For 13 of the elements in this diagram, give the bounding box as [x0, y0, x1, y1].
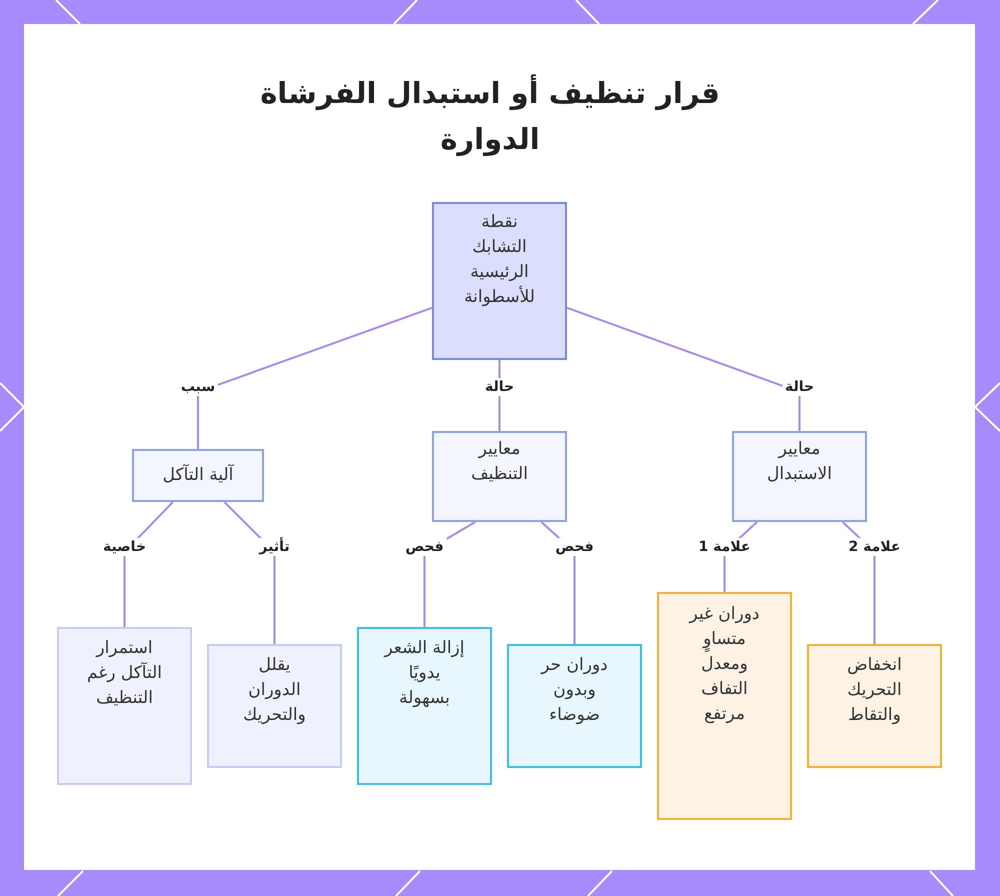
title: قرار تنظيف أو استبدال الفرشاة الدوارة: [259, 73, 721, 158]
detail-box: دوران غير متساوٍ ومعدل التفاف مرتفع: [657, 592, 792, 820]
detail-box: استمرار التآكل رغم التنظيف: [57, 627, 192, 785]
topic-box: نقطة التشابك الرئيسية للأسطوانة: [432, 202, 567, 360]
category-box: آلية التآكل: [132, 449, 264, 502]
connector-line: [197, 306, 432, 449]
category-box: معايير الاستبدال: [732, 431, 867, 522]
connector-line: [566, 306, 800, 431]
detail-box: يقلل الدوران والتحريك: [207, 644, 342, 768]
detail-box: انخفاض التحريك والتقاط: [807, 644, 942, 768]
detail-box: دوران حر وبدون ضوضاء: [507, 644, 642, 768]
detail-box: إزالة الشعر يدويًا بسهولة: [357, 627, 492, 785]
category-box: معايير التنظيف: [432, 431, 567, 522]
